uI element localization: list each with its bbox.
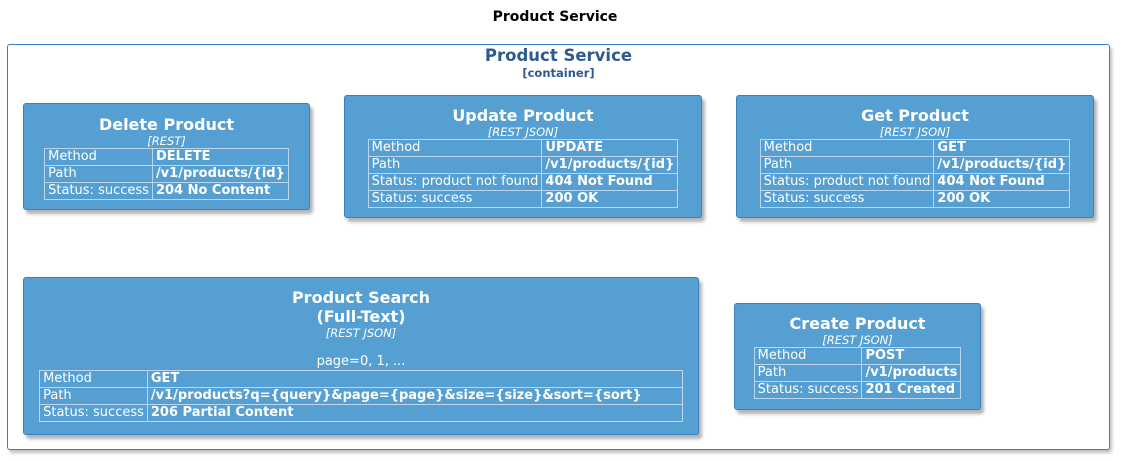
property-value: 404 Not Found (541, 173, 679, 191)
property-key: Path (753, 364, 863, 382)
property-value: 200 OK (541, 190, 679, 208)
table-row: Method UPDATE (367, 139, 679, 157)
property-value: /v1/products/{id} (541, 156, 679, 174)
properties-table: Method GET Path /v1/products?q={query}&p… (39, 370, 683, 422)
properties-table: Method POST Path /v1/products Status: su… (753, 347, 962, 399)
table-row: Status: product not found 404 Not Found (367, 173, 679, 191)
property-key: Status: product not found (367, 173, 543, 191)
property-key: Status: success (44, 182, 153, 200)
property-value: DELETE (151, 148, 289, 166)
table-row: Status: success 200 OK (367, 190, 679, 208)
component-title: Product Search (291, 288, 431, 307)
component-get-product[interactable]: Get Product [REST JSON] Method GET Path … (736, 95, 1094, 218)
component-update-product[interactable]: Update Product [REST JSON] Method UPDATE… (344, 95, 702, 218)
table-row: Status: success 200 OK (759, 190, 1071, 208)
diagram-title: Product Service (492, 9, 618, 25)
component-delete-product[interactable]: Delete Product [REST] Method DELETE Path… (23, 103, 310, 210)
table-row: Status: success 201 Created (753, 381, 962, 399)
table-row: Path /v1/products/{id} (44, 165, 289, 183)
property-key: Status: product not found (759, 173, 935, 191)
component-technology: [REST JSON] (822, 333, 893, 347)
component-title-line2: (Full-Text) (316, 307, 406, 326)
component-note: page=0, 1, ... (316, 354, 406, 369)
container-technology: [container] (522, 66, 595, 80)
table-row: Method GET (39, 370, 683, 388)
component-title: Get Product (861, 106, 969, 125)
property-value: 404 Not Found (933, 173, 1071, 191)
property-value: 200 OK (933, 190, 1071, 208)
component-create-product[interactable]: Create Product [REST JSON] Method POST P… (734, 303, 981, 410)
property-key: Method (753, 347, 863, 365)
table-row: Path /v1/products/{id} (367, 156, 679, 174)
property-value: GET (933, 139, 1071, 157)
property-key: Path (44, 165, 153, 183)
table-row: Status: success 206 Partial Content (39, 404, 683, 422)
component-technology: [REST JSON] (487, 125, 559, 139)
component-technology: [REST JSON] (879, 125, 951, 139)
property-value: 206 Partial Content (146, 404, 683, 422)
property-key: Status: success (39, 404, 148, 422)
container-boundary: Product Service [container] (7, 44, 1110, 450)
table-row: Method GET (759, 139, 1071, 157)
component-title: Create Product (789, 314, 926, 333)
table-row: Method POST (753, 347, 962, 365)
table-row: Path /v1/products (753, 364, 962, 382)
component-title: Delete Product (98, 115, 235, 134)
component-technology: [REST JSON] (325, 326, 397, 340)
table-row: Method DELETE (44, 148, 289, 166)
property-value: 201 Created (861, 381, 962, 399)
table-row: Status: success 204 No Content (44, 182, 289, 200)
properties-table: Method UPDATE Path /v1/products/{id} Sta… (367, 139, 679, 208)
property-value: 204 No Content (151, 182, 289, 200)
property-value: /v1/products (861, 364, 962, 382)
component-title: Update Product (452, 106, 594, 125)
property-value: /v1/products?q={query}&page={page}&size=… (146, 387, 683, 405)
component-product-search[interactable]: Product Search (Full-Text) [REST JSON] p… (23, 277, 699, 435)
property-key: Method (367, 139, 543, 157)
property-key: Status: success (367, 190, 543, 208)
property-key: Path (759, 156, 935, 174)
property-value: GET (146, 370, 683, 388)
property-key: Method (759, 139, 935, 157)
property-key: Status: success (759, 190, 935, 208)
properties-table: Method DELETE Path /v1/products/{id} Sta… (44, 148, 289, 200)
component-technology: [REST] (147, 134, 186, 148)
table-row: Status: product not found 404 Not Found (759, 173, 1071, 191)
property-value: POST (861, 347, 962, 365)
property-value: /v1/products/{id} (933, 156, 1071, 174)
property-key: Path (39, 387, 148, 405)
property-key: Method (39, 370, 148, 388)
property-value: UPDATE (541, 139, 679, 157)
table-row: Path /v1/products/{id} (759, 156, 1071, 174)
container-name: Product Service (484, 46, 633, 65)
property-key: Status: success (753, 381, 863, 399)
property-key: Path (367, 156, 543, 174)
property-value: /v1/products/{id} (151, 165, 289, 183)
property-key: Method (44, 148, 153, 166)
properties-table: Method GET Path /v1/products/{id} Status… (759, 139, 1071, 208)
table-row: Path /v1/products?q={query}&page={page}&… (39, 387, 683, 405)
